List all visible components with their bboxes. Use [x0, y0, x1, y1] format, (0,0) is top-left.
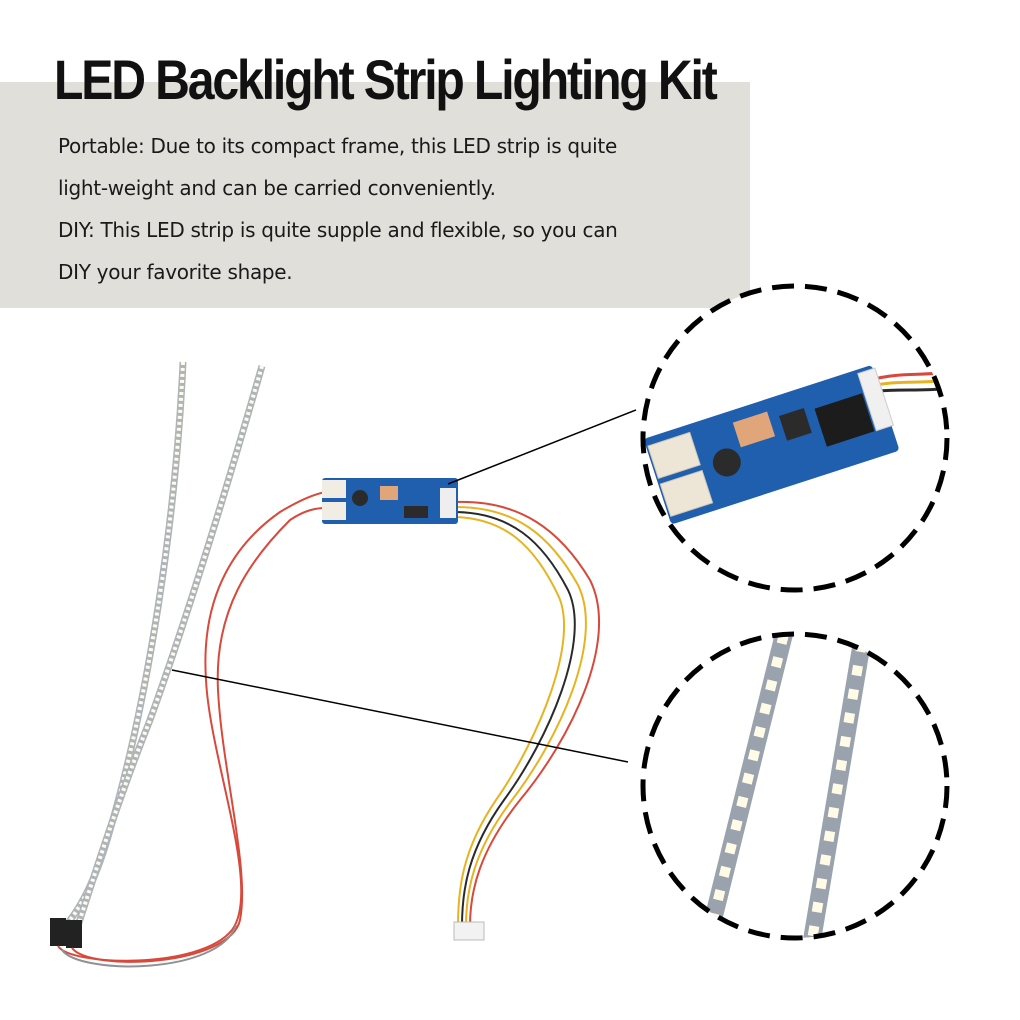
- product-description: Portable: Due to its compact frame, this…: [58, 125, 738, 293]
- zoom-circle-driver: [640, 283, 950, 593]
- led-strip: [59, 361, 187, 933]
- product-title: LED Backlight Strip Lighting Kit: [54, 48, 718, 111]
- pointer-line: [447, 409, 637, 485]
- description-line: light-weight and can be carried convenie…: [58, 176, 496, 200]
- description-line: DIY: This LED strip is quite supple and …: [58, 218, 618, 242]
- pointer-line: [171, 669, 629, 763]
- description-line: Portable: Due to its compact frame, this…: [58, 134, 617, 158]
- wire-connector: [453, 921, 485, 941]
- zoom-circle-strips: [640, 631, 950, 941]
- text-background-panel: [0, 82, 750, 308]
- product-photo: [50, 361, 600, 968]
- description-line: DIY your favorite shape.: [58, 260, 293, 284]
